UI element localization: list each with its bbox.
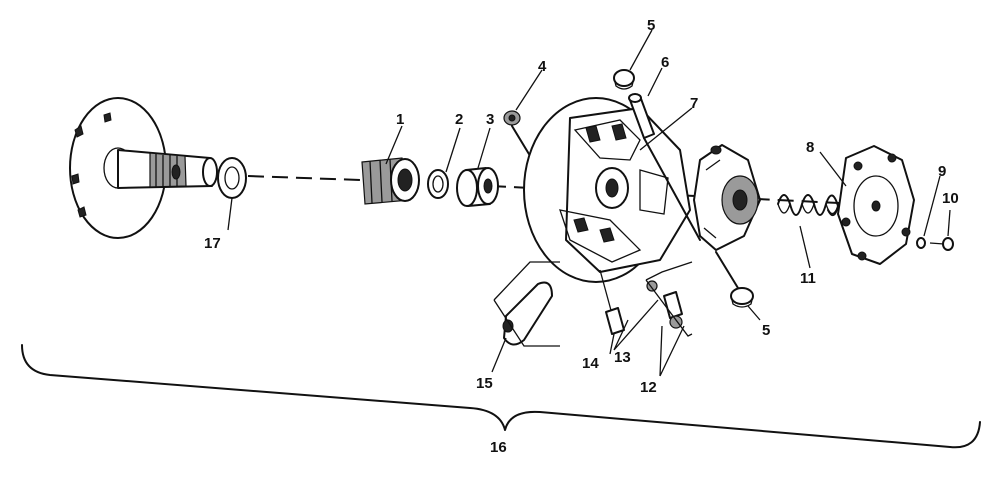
callout-5-bottom: 5 xyxy=(762,322,770,339)
cover-plate-8 xyxy=(837,145,915,265)
assembly-bracket xyxy=(21,344,981,449)
callout-3: 3 xyxy=(486,111,494,128)
callout-16: 16 xyxy=(490,439,507,456)
washer-17 xyxy=(217,157,247,199)
washer-9 xyxy=(916,237,926,249)
spring-11 xyxy=(777,194,839,217)
spider-7 xyxy=(693,144,761,251)
callout-11: 11 xyxy=(800,270,816,287)
callout-17: 17 xyxy=(204,235,221,252)
spacer-3 xyxy=(456,167,499,207)
leader-lines xyxy=(227,29,951,377)
screw-10 xyxy=(929,237,954,251)
callout-7: 7 xyxy=(690,95,698,112)
callout-9: 9 xyxy=(938,163,946,180)
button-5-top xyxy=(613,69,635,90)
callout-8: 8 xyxy=(806,139,814,156)
callout-14: 14 xyxy=(582,355,599,372)
callout-1: 1 xyxy=(396,111,404,128)
moveable-sheave xyxy=(523,97,691,283)
callout-15: 15 xyxy=(476,375,493,392)
pin-6 xyxy=(628,93,655,139)
callout-4: 4 xyxy=(538,58,547,75)
callout-12: 12 xyxy=(640,379,657,396)
nut-4 xyxy=(503,110,521,126)
callout-2: 2 xyxy=(455,111,463,128)
roller-13 xyxy=(646,280,683,319)
o-ring-2 xyxy=(427,169,449,199)
callout-10: 10 xyxy=(942,190,959,207)
fixed-sheave-shaft xyxy=(69,97,218,239)
bolt-14 xyxy=(599,269,625,335)
callout-6: 6 xyxy=(661,54,669,71)
callout-13: 13 xyxy=(614,349,631,366)
button-5-bottom xyxy=(730,287,754,308)
shoe-15 xyxy=(502,281,553,346)
bushing-1 xyxy=(361,157,420,205)
bracket-15 xyxy=(493,261,560,347)
callout-5-top: 5 xyxy=(647,17,655,34)
